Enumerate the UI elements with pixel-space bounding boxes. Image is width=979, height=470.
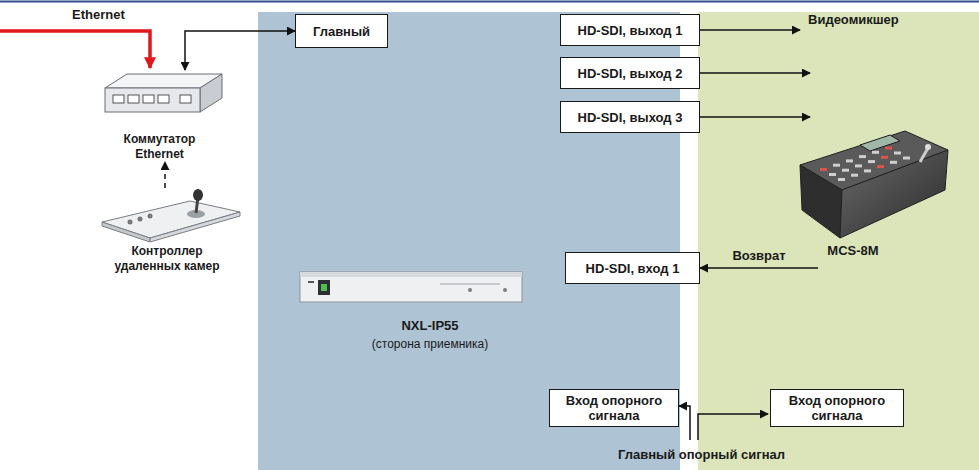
mixer-panel: ВидеомикшерMCS-8M Вход опорного сигнала xyxy=(698,12,979,470)
ethernet-switch-icon xyxy=(105,88,200,112)
switcher-buttons xyxy=(838,178,845,181)
nxl-ip55-unit xyxy=(440,284,500,285)
switcher-buttons xyxy=(868,160,875,163)
camera-controller-icon xyxy=(102,222,150,242)
signal-label: Ethernet xyxy=(72,7,125,22)
switcher-buttons xyxy=(820,168,827,171)
switcher-buttons xyxy=(851,174,858,177)
port-box: HD-SDI, выход 3 xyxy=(560,101,700,133)
ethernet-line xyxy=(0,31,150,68)
receiver-panel: NXL-IP55(сторона приемника)ГлавныйHD-SDI… xyxy=(258,12,680,470)
edge-label: Возврат xyxy=(732,248,785,263)
port-box: Вход опорного сигнала xyxy=(549,389,679,427)
port-box: HD-SDI, выход 1 xyxy=(560,14,700,46)
mcs-8m-switcher xyxy=(920,148,928,162)
switcher-buttons xyxy=(864,169,871,172)
signal-arrow xyxy=(700,267,818,269)
nxl-ip55-unit xyxy=(321,284,327,291)
node-label: Контроллер удаленных камер xyxy=(100,244,234,274)
camera-controller-icon xyxy=(148,214,153,219)
reference-lines xyxy=(679,406,690,440)
top-rule xyxy=(0,1,979,2)
switcher-buttons xyxy=(885,147,892,150)
signal-arrow xyxy=(185,31,295,70)
panel-label: MCS-8M xyxy=(803,243,903,259)
switcher-buttons xyxy=(903,157,910,160)
signal-arrow xyxy=(700,72,810,74)
ethernet-switch-icon xyxy=(128,95,139,103)
signal-arrow xyxy=(700,29,800,31)
port-box: Главный xyxy=(295,14,388,48)
switcher-buttons xyxy=(859,155,866,158)
mcs-8m-switcher xyxy=(800,131,948,238)
mcs-8m-switcher xyxy=(860,135,900,151)
port-box: Вход опорного сигнала xyxy=(770,389,904,427)
camera-controller-icon xyxy=(128,220,133,225)
switcher-buttons xyxy=(833,164,840,167)
nxl-ip55-unit xyxy=(503,288,507,292)
camera-controller-icon xyxy=(102,189,240,242)
port-box: HD-SDI, выход 2 xyxy=(560,57,700,89)
switcher-buttons xyxy=(894,152,901,155)
ethernet-line xyxy=(0,31,150,68)
switcher-buttons xyxy=(890,161,897,164)
nxl-ip55-unit xyxy=(300,272,522,277)
signal-arrow xyxy=(164,162,166,188)
node-label: Вход опорного сигнала xyxy=(777,393,897,423)
panel-label: Видеомикшер xyxy=(808,12,938,28)
node-label: HD-SDI, выход 3 xyxy=(578,110,683,125)
nxl-ip55-unit xyxy=(308,281,314,283)
signal-arrow xyxy=(700,116,810,118)
switcher-buttons xyxy=(877,165,884,168)
switcher-buttons xyxy=(846,159,853,162)
mcs-8m-switcher xyxy=(800,165,842,238)
camera-controller-icon xyxy=(138,217,143,222)
node-label: Главный xyxy=(313,24,370,39)
node-label: HD-SDI, выход 2 xyxy=(578,66,683,81)
signal-label: Главный опорный сигнал xyxy=(618,447,785,462)
switcher-buttons xyxy=(820,147,910,182)
switcher-buttons xyxy=(829,173,836,176)
node-label: HD-SDI, вход 1 xyxy=(586,261,680,276)
nxl-ip55-unit xyxy=(468,288,472,292)
node-label: Вход опорного сигнала xyxy=(556,393,672,423)
panel-label: NXL-IP55 xyxy=(330,318,530,334)
nxl-ip55-unit xyxy=(318,280,330,295)
mcs-8m-switcher xyxy=(925,144,931,150)
top-rule xyxy=(0,1,979,3)
ethernet-switch-icon xyxy=(200,74,222,112)
panel-label: (сторона приемника) xyxy=(330,336,530,352)
node-label: Коммутатор Ethernet xyxy=(100,132,219,162)
ethernet-switch-icon xyxy=(113,95,124,103)
switcher-buttons xyxy=(842,169,849,172)
ethernet-switch-icon xyxy=(180,95,191,103)
reference-lines xyxy=(698,414,768,440)
switcher-buttons xyxy=(855,164,862,167)
mcs-8m-switcher xyxy=(840,150,948,238)
ethernet-switch-icon xyxy=(105,74,222,112)
camera-controller-icon xyxy=(193,189,203,201)
nxl-ip55-unit xyxy=(300,272,522,302)
switcher-buttons xyxy=(872,151,879,154)
ethernet-switch-icon xyxy=(143,95,154,103)
nxl-ip55-unit xyxy=(300,272,522,302)
ethernet-switch-icon xyxy=(158,95,169,103)
node-label: HD-SDI, выход 1 xyxy=(578,23,683,38)
port-box: HD-SDI, вход 1 xyxy=(565,252,700,284)
switcher-buttons xyxy=(881,156,888,159)
reference-lines xyxy=(679,406,768,440)
